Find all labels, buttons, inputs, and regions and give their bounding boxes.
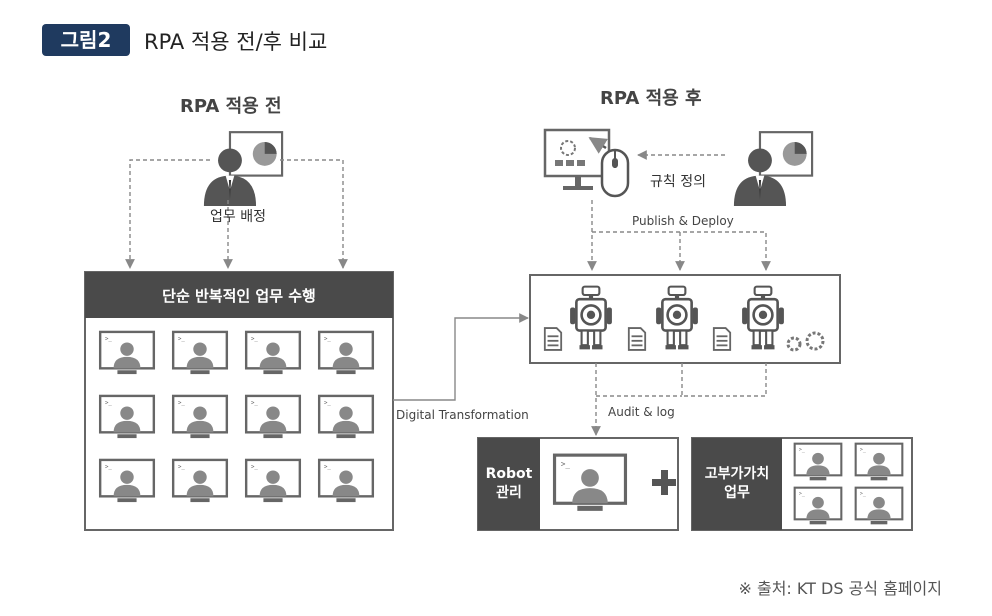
figure-badge: 그림2 xyxy=(42,24,130,56)
audit-log-label: Audit & log xyxy=(608,405,675,419)
robot-management-label-line2: 관리 xyxy=(496,485,522,501)
rule-define-label: 규칙 정의 xyxy=(650,174,706,190)
publish-deploy-label: Publish & Deploy xyxy=(632,214,734,228)
before-section-title: RPA 적용 전 xyxy=(180,96,282,117)
high-value-work-label-line1: 고부가가치 xyxy=(704,466,770,482)
assign-label: 업무 배정 xyxy=(210,209,266,225)
after-section-title: RPA 적용 후 xyxy=(600,88,702,109)
assign-connector-lines xyxy=(125,159,348,269)
high-value-work-label-line2: 업무 xyxy=(724,485,750,501)
transformation-arrow xyxy=(393,313,529,401)
before-manager-icon xyxy=(202,131,284,206)
robot-management-label: Robot 관리 xyxy=(478,465,540,503)
rule-computer-icon xyxy=(543,128,611,190)
after-manager-icon xyxy=(732,131,814,206)
before-box-header: 단순 반복적인 업무 수행 xyxy=(162,287,316,305)
plus-icon xyxy=(652,470,676,495)
source-note: ※ 출처: KT DS 공식 홈페이지 xyxy=(738,579,943,598)
high-value-work-label: 고부가가치 업무 xyxy=(692,465,782,503)
digital-transformation-label: Digital Transformation xyxy=(396,408,529,422)
deploy-connector-lines xyxy=(587,200,771,271)
robot-management-box xyxy=(477,437,679,531)
figure-title: RPA 적용 전/후 비교 xyxy=(144,30,328,54)
audit-connector-lines xyxy=(591,363,767,436)
high-value-work-box xyxy=(691,437,913,531)
mouse-icon xyxy=(600,148,630,198)
robot-management-label-line1: Robot xyxy=(485,466,533,482)
robots-box xyxy=(529,274,841,364)
